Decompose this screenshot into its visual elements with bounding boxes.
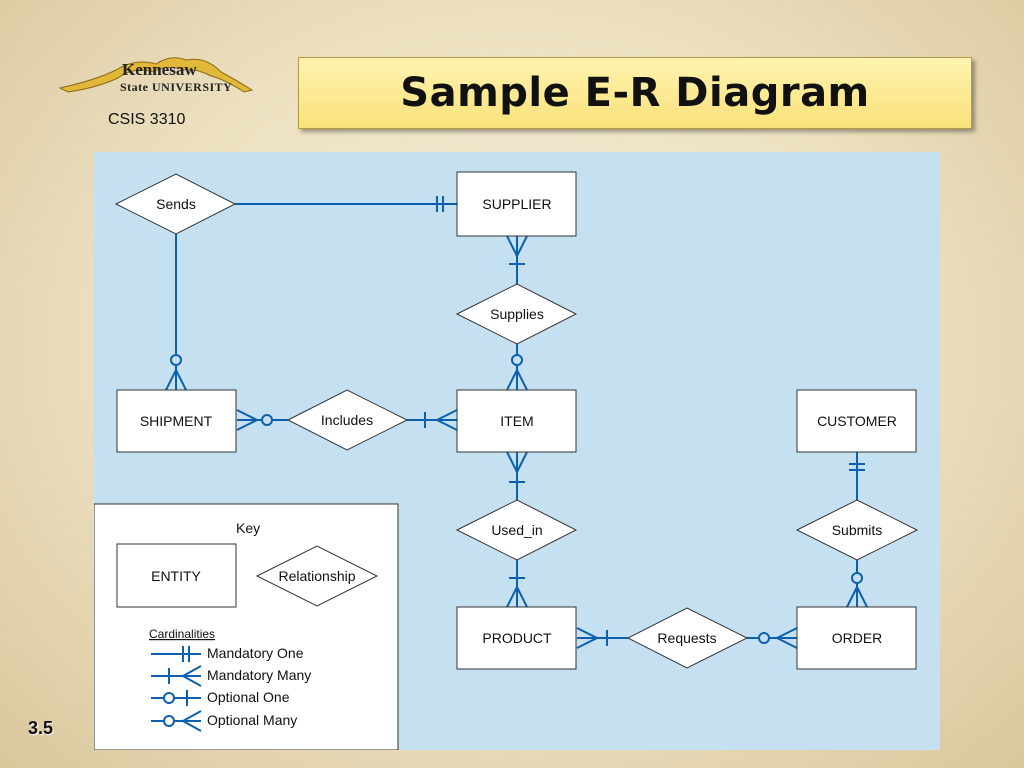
- mandatory-many-label: Mandatory Many: [207, 667, 311, 683]
- relationship-includes: [286, 389, 409, 451]
- key-entity-label: ENTITY: [151, 568, 201, 584]
- university-logo: Kennesaw State UNIVERSITY: [56, 50, 256, 106]
- entity-label-supplier: SUPPLIER: [482, 196, 551, 212]
- course-code: CSIS 3310: [108, 111, 186, 128]
- entity-label-order: ORDER: [832, 630, 883, 646]
- page-title: Sample E-R Diagram: [400, 70, 870, 116]
- entity-label-customer: CUSTOMER: [817, 413, 897, 429]
- relationship-used-in: [455, 499, 578, 561]
- crowfoot: [165, 367, 187, 391]
- entity-item: [456, 389, 577, 453]
- optional-circle: [261, 414, 273, 426]
- connectors: [165, 196, 868, 649]
- logo-text: Kennesaw: [122, 60, 197, 79]
- er-diagram-canvas: Sends Supplies Includes Used_in Submits …: [93, 171, 919, 751]
- cardinalities-title: Cardinalities: [149, 627, 215, 641]
- entity-label-product: PRODUCT: [482, 630, 552, 646]
- optional-one-label: Optional One: [207, 689, 290, 705]
- key-entity-box: [116, 543, 237, 608]
- title-banner: Sample E-R Diagram: [298, 57, 972, 129]
- entity-product: [456, 606, 577, 670]
- key-legend: Key ENTITY Relationship Cardinalities: [93, 503, 399, 751]
- relationship-label-submits: Submits: [832, 522, 883, 538]
- crowfoot: [506, 584, 528, 608]
- relationship-requests: [626, 607, 749, 669]
- crowfoot: [434, 409, 458, 431]
- logo-subtext: State UNIVERSITY: [120, 80, 233, 94]
- key-title: Key: [236, 520, 260, 536]
- relationship-supplies: [455, 283, 578, 345]
- crowfoot: [774, 627, 798, 649]
- entity-order: [796, 606, 917, 670]
- key-relationship-diamond: [255, 545, 379, 607]
- mountain-logo-icon: [58, 57, 254, 93]
- relationship-label-sends: Sends: [156, 196, 196, 212]
- entity-label-shipment: SHIPMENT: [140, 413, 213, 429]
- crowfoot: [846, 584, 868, 608]
- crowfoot: [576, 627, 600, 649]
- crowfoot: [506, 451, 528, 475]
- crowfoot: [506, 367, 528, 391]
- optional-circle: [758, 632, 770, 644]
- entity-label-item: ITEM: [500, 413, 533, 429]
- relationship-sends: [114, 173, 237, 235]
- optional-circle: [851, 572, 863, 584]
- relationship-label-includes: Includes: [321, 412, 373, 428]
- entity-shipment: [116, 389, 237, 453]
- optional-circle: [511, 354, 523, 366]
- entity-customer: [796, 389, 917, 453]
- relationship-label-requests: Requests: [657, 630, 716, 646]
- mandatory-one-label: Mandatory One: [207, 645, 304, 661]
- key-relationship-label: Relationship: [278, 568, 355, 584]
- er-diagram: Sends Supplies Includes Used_in Submits …: [93, 152, 940, 751]
- relationship-label-supplies: Supplies: [490, 306, 544, 322]
- optional-circle: [170, 354, 182, 366]
- crowfoot: [236, 409, 260, 431]
- crowfoot: [506, 235, 528, 259]
- entity-supplier: [456, 171, 577, 237]
- optional-many-label: Optional Many: [207, 712, 297, 728]
- slide-number: 3.5: [28, 718, 54, 738]
- relationship-submits: [795, 499, 919, 561]
- relationship-label-used-in: Used_in: [491, 522, 542, 538]
